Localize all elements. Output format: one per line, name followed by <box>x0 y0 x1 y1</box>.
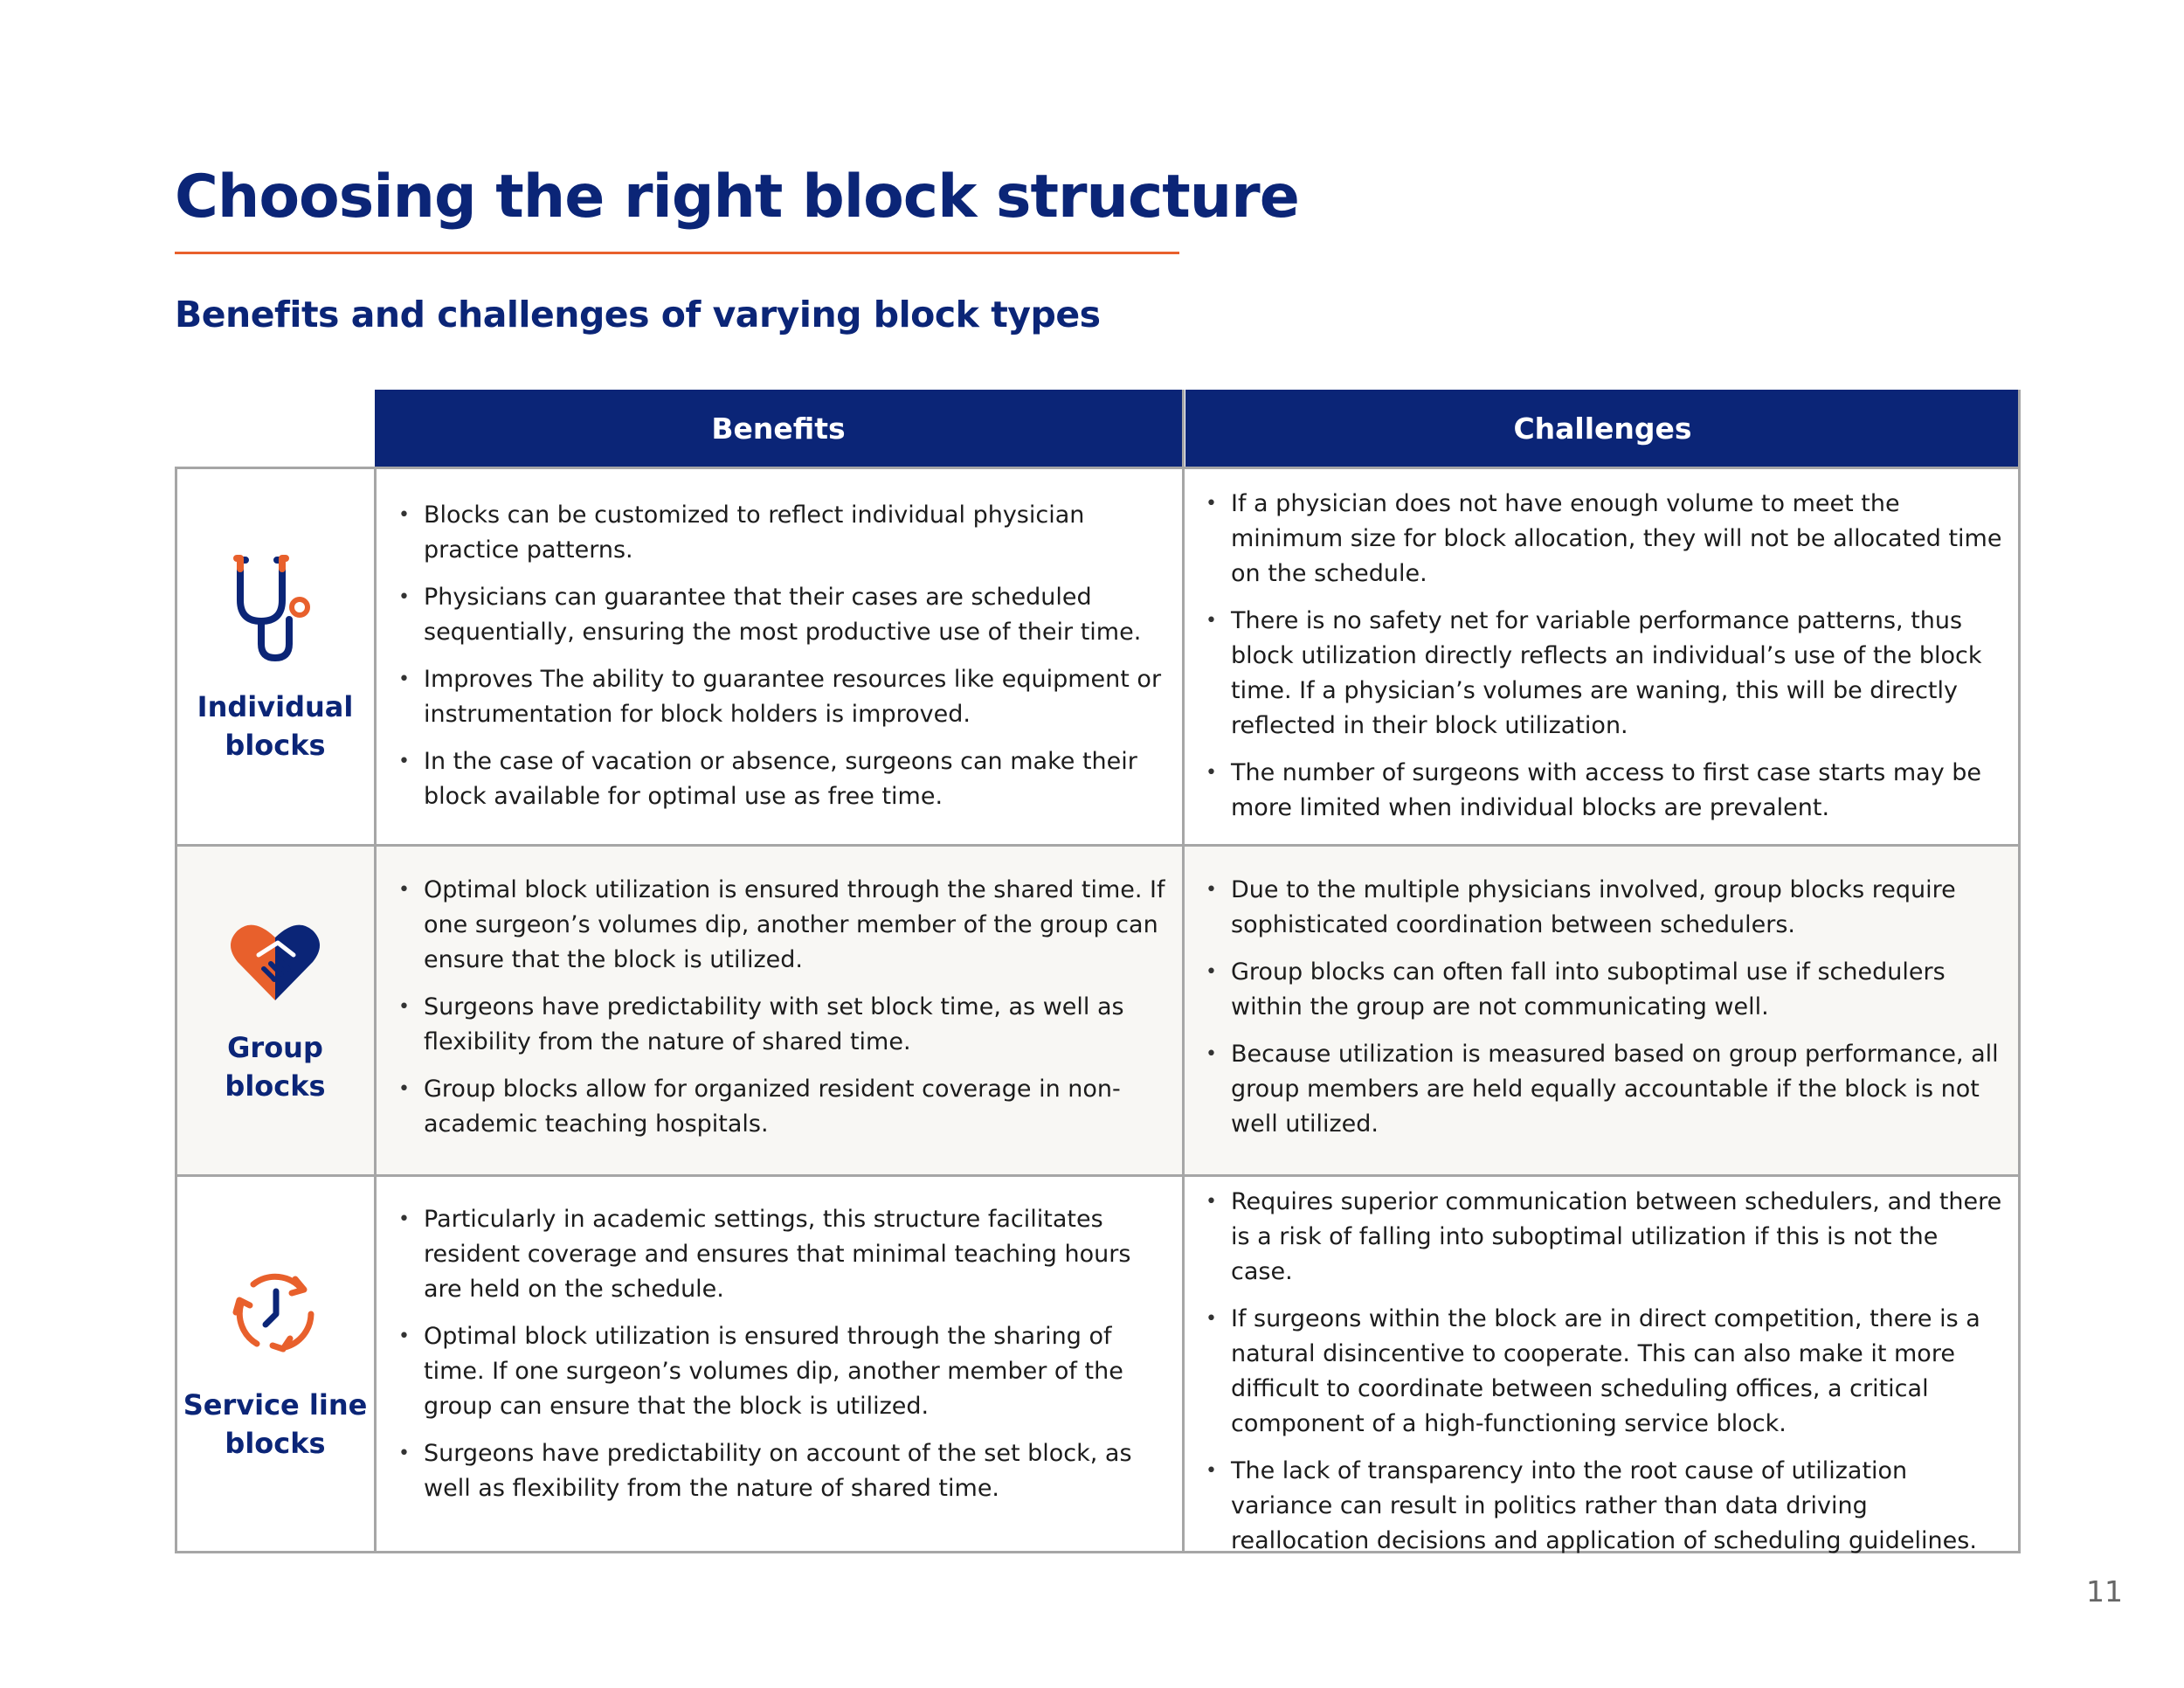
list-item: •Optimal block utilization is ensured th… <box>398 1323 1123 1420</box>
page-title: Choosing the right block structure <box>175 163 1300 232</box>
list-item: •There is no safety net for variable per… <box>1206 607 1982 739</box>
group-row-background <box>176 845 2018 1175</box>
challenges-list-group: •Due to the multiple physicians involved… <box>1206 873 2005 1154</box>
list-item: •Due to the multiple physicians involved… <box>1206 876 1956 938</box>
row-header-individual: Individual blocks <box>176 469 374 844</box>
list-item: •Requires superior communication between… <box>1206 1188 2002 1285</box>
heart-handshake-icon <box>231 924 320 1000</box>
benefits-list-service-line: •Particularly in academic settings, this… <box>398 1202 1167 1519</box>
list-item: •Surgeons have predictability on account… <box>398 1440 1132 1502</box>
page-subtitle: Benefits and challenges of varying block… <box>175 294 1101 336</box>
list-item: •Physicians can guarantee that their cas… <box>398 584 1142 646</box>
benefits-column-header: Benefits <box>375 390 1182 467</box>
list-item: •Surgeons have predictability with set b… <box>398 993 1124 1055</box>
row-label-service-line: Service line blocks <box>183 1388 368 1460</box>
row-divider-2 <box>175 1174 2020 1177</box>
list-item: •Group blocks allow for organized reside… <box>398 1076 1121 1138</box>
challenges-list-individual: •If a physician does not have enough vol… <box>1206 487 2005 838</box>
page-number: 11 <box>2086 1574 2123 1608</box>
list-item: •The number of surgeons with access to f… <box>1206 759 1982 821</box>
list-item: •Optimal block utilization is ensured th… <box>398 876 1165 973</box>
list-item: •Particularly in academic settings, this… <box>398 1206 1131 1303</box>
list-item: •Group blocks can often fall into subopt… <box>1206 958 1946 1020</box>
row-header-group: Group blocks <box>176 847 374 1174</box>
table-border-top <box>175 467 2020 469</box>
list-item: •Improves The ability to guarantee resou… <box>398 666 1162 728</box>
row-label-group: Group blocks <box>225 1030 326 1103</box>
table-border-right <box>2018 390 2021 1553</box>
list-item: •The lack of transparency into the root … <box>1206 1457 1977 1554</box>
label-column-divider <box>374 467 377 1553</box>
list-item: •If surgeons within the block are in dir… <box>1206 1305 1980 1437</box>
row-label-individual: Individual blocks <box>197 689 354 762</box>
list-item: •If a physician does not have enough vol… <box>1206 490 2002 587</box>
row-divider-1 <box>175 844 2020 847</box>
table-border-left <box>175 467 177 1553</box>
row-header-service-line: Service line blocks <box>176 1177 374 1551</box>
table-border-bottom <box>175 1551 2020 1553</box>
title-underline <box>175 252 1179 254</box>
list-item: •Because utilization is measured based o… <box>1206 1041 1999 1138</box>
list-item: •Blocks can be customized to reflect ind… <box>398 502 1085 564</box>
challenges-list-service-line: •Requires superior communication between… <box>1206 1185 2005 1571</box>
list-item: •In the case of vacation or absence, sur… <box>398 748 1137 810</box>
stethoscope-icon <box>233 554 310 661</box>
benefits-header-label: Benefits <box>711 411 846 446</box>
challenges-column-header: Challenges <box>1185 390 2020 467</box>
challenges-header-label: Challenges <box>1513 411 1692 446</box>
clock-cycle-icon <box>232 1273 314 1352</box>
benefits-list-group: •Optimal block utilization is ensured th… <box>398 873 1167 1154</box>
benefits-list-individual: •Blocks can be customized to reflect ind… <box>398 498 1167 827</box>
column-divider <box>1182 390 1185 1553</box>
